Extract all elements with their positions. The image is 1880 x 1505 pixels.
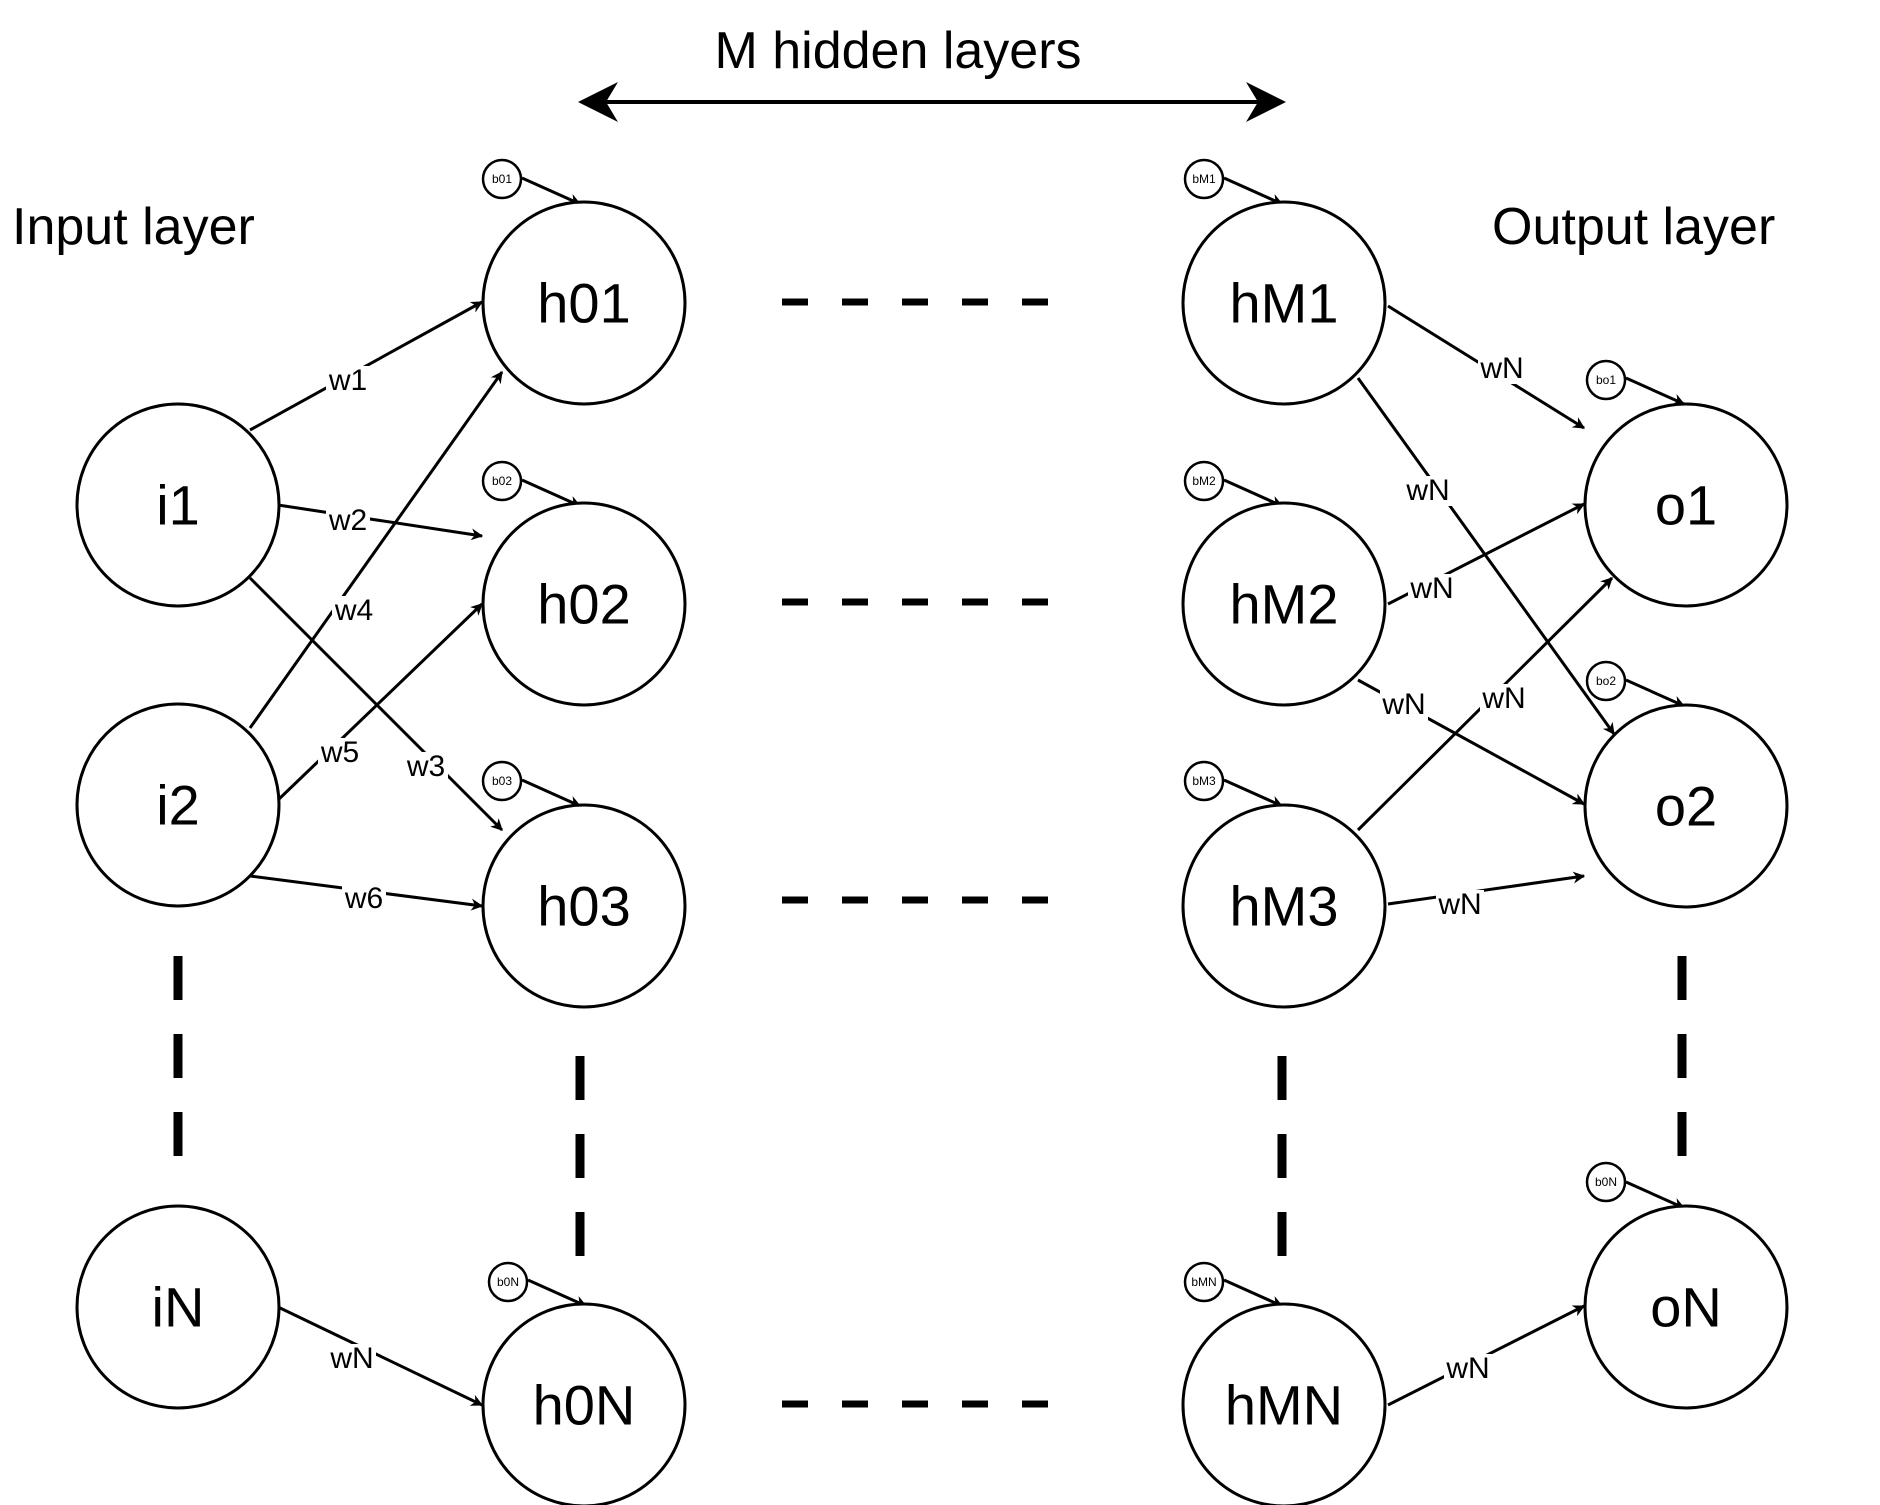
hidden-node-hM2: hM2 bbox=[1181, 501, 1387, 707]
node-label: o2 bbox=[1655, 775, 1717, 838]
weight-label-wN-input: wN bbox=[329, 1342, 373, 1375]
hidden-layers-title: M hidden layers bbox=[714, 22, 1081, 80]
bias-arrow-b01 bbox=[521, 176, 582, 206]
bias-label: b02 bbox=[492, 474, 512, 488]
bias-arrow-b02 bbox=[521, 478, 582, 508]
input-node-iN: iN bbox=[75, 1204, 281, 1410]
edge-hM1-o2 bbox=[1356, 377, 1616, 735]
last-hidden-layer: hM1 hM2 hM3 hMN bbox=[1181, 200, 1387, 1505]
bias-node-bM2: bM2 bbox=[1183, 460, 1225, 502]
weight-label-wN-hM3-o1: wN bbox=[1481, 682, 1525, 715]
hidden-node-h03: h03 bbox=[481, 803, 687, 1009]
bias-arrow-bo2 bbox=[1625, 678, 1686, 708]
output-node-oN: oN bbox=[1583, 1204, 1789, 1410]
weight-label-w2: w2 bbox=[328, 504, 367, 537]
weight-label-w5: w5 bbox=[320, 736, 359, 769]
bias-arrow-bMN bbox=[1223, 1278, 1284, 1308]
output-layer: o1 o2 oN bbox=[1583, 402, 1789, 1410]
node-label: h03 bbox=[537, 875, 630, 938]
node-label: h01 bbox=[537, 272, 630, 335]
bias-node-bo1: bo1 bbox=[1585, 359, 1627, 401]
weight-label-wN-hM2-o1: wN bbox=[1409, 572, 1453, 605]
bias-label: b0N bbox=[1595, 1175, 1617, 1189]
edge-i1-h02 bbox=[277, 503, 484, 541]
bias-node-b03: b03 bbox=[481, 760, 523, 802]
bias-arrow-bM3 bbox=[1223, 778, 1284, 808]
hidden-node-hM3: hM3 bbox=[1181, 803, 1387, 1009]
bias-node-bMN: bMN bbox=[1183, 1261, 1225, 1303]
bias-arrow-b0N-output bbox=[1625, 1180, 1686, 1210]
weight-label-wN-hM2-o2: wN bbox=[1381, 688, 1425, 721]
edge-iN-h0N bbox=[277, 1305, 484, 1407]
node-label: i2 bbox=[156, 774, 200, 837]
first-hidden-layer: h01 h02 h03 h0N bbox=[481, 200, 687, 1505]
bias-node-b0N: b0N bbox=[487, 1261, 529, 1303]
node-label: i1 bbox=[156, 474, 200, 537]
bias-label: bM3 bbox=[1192, 774, 1216, 788]
node-label: h0N bbox=[533, 1374, 636, 1437]
bias-label: bM1 bbox=[1192, 172, 1216, 186]
input-node-i2: i2 bbox=[75, 702, 281, 908]
edge-i2-h01 bbox=[248, 371, 504, 729]
bias-label: b03 bbox=[492, 774, 512, 788]
bias-label: b0N bbox=[497, 1275, 519, 1289]
node-label: o1 bbox=[1655, 474, 1717, 537]
edge-i2-h02 bbox=[276, 602, 484, 802]
weight-label-wN-hMN-oN: wN bbox=[1445, 1352, 1489, 1385]
weight-label-w3: w3 bbox=[406, 750, 445, 783]
output-node-o2: o2 bbox=[1583, 703, 1789, 909]
hidden-to-output-edges bbox=[1356, 304, 1616, 1407]
node-label: hM1 bbox=[1230, 272, 1339, 335]
bias-label: bM2 bbox=[1192, 474, 1216, 488]
bias-node-b01: b01 bbox=[481, 158, 523, 200]
bias-label: bo2 bbox=[1596, 674, 1616, 688]
bias-node-bM3: bM3 bbox=[1183, 760, 1225, 802]
hidden-node-hMN: hMN bbox=[1181, 1302, 1387, 1505]
edge-hM3-o2 bbox=[1387, 871, 1586, 906]
bias-node-bM1: bM1 bbox=[1183, 158, 1225, 200]
node-label: hM3 bbox=[1230, 875, 1339, 938]
weight-label-wN-hM3-o2: wN bbox=[1437, 888, 1481, 921]
hidden-node-hM1: hM1 bbox=[1181, 200, 1387, 406]
bias-node-b02: b02 bbox=[481, 460, 523, 502]
bias-arrow-bo1 bbox=[1625, 376, 1686, 406]
bias-arrow-b0N bbox=[527, 1278, 588, 1308]
weight-label-w1: w1 bbox=[328, 364, 367, 397]
bias-label: bMN bbox=[1191, 1275, 1216, 1289]
input-to-hidden-edges bbox=[248, 300, 504, 1407]
input-node-i1: i1 bbox=[75, 402, 281, 608]
output-biases: bo1 bo2 b0N bbox=[1585, 359, 1627, 1203]
first-hidden-biases: b01 b02 b03 b0N bbox=[481, 158, 529, 1303]
hidden-node-h02: h02 bbox=[481, 501, 687, 707]
node-label: oN bbox=[1650, 1276, 1722, 1339]
bias-arrows bbox=[521, 176, 1686, 1308]
bias-label: b01 bbox=[492, 172, 512, 186]
weight-labels: w1 w2 w3 w4 w5 w6 wN wN wN wN wN wN wN w… bbox=[318, 352, 1528, 1385]
bias-label: bo1 bbox=[1596, 373, 1616, 387]
weight-label-w4: w4 bbox=[334, 594, 373, 627]
bias-node-b0N-output: b0N bbox=[1585, 1161, 1627, 1203]
output-node-o1: o1 bbox=[1583, 402, 1789, 608]
input-layer-title: Input layer bbox=[12, 198, 255, 256]
weight-label-wN-hM1-o2: wN bbox=[1405, 474, 1449, 507]
bias-arrow-bM2 bbox=[1223, 478, 1284, 508]
hidden-node-h01: h01 bbox=[481, 200, 687, 406]
node-label: hMN bbox=[1225, 1374, 1343, 1437]
bias-arrow-b03 bbox=[521, 778, 582, 808]
weight-label-wN-hM1-o1: wN bbox=[1479, 352, 1523, 385]
input-layer: i1 i2 iN bbox=[75, 402, 281, 1410]
hidden-node-h0N: h0N bbox=[481, 1302, 687, 1505]
node-label: h02 bbox=[537, 573, 630, 636]
bias-arrow-bM1 bbox=[1223, 176, 1284, 206]
node-label: hM2 bbox=[1230, 573, 1339, 636]
bias-node-bo2: bo2 bbox=[1585, 660, 1627, 702]
output-layer-title: Output layer bbox=[1492, 198, 1775, 256]
last-hidden-biases: bM1 bM2 bM3 bMN bbox=[1183, 158, 1225, 1303]
node-label: iN bbox=[152, 1276, 205, 1339]
weight-label-w6: w6 bbox=[344, 882, 383, 915]
